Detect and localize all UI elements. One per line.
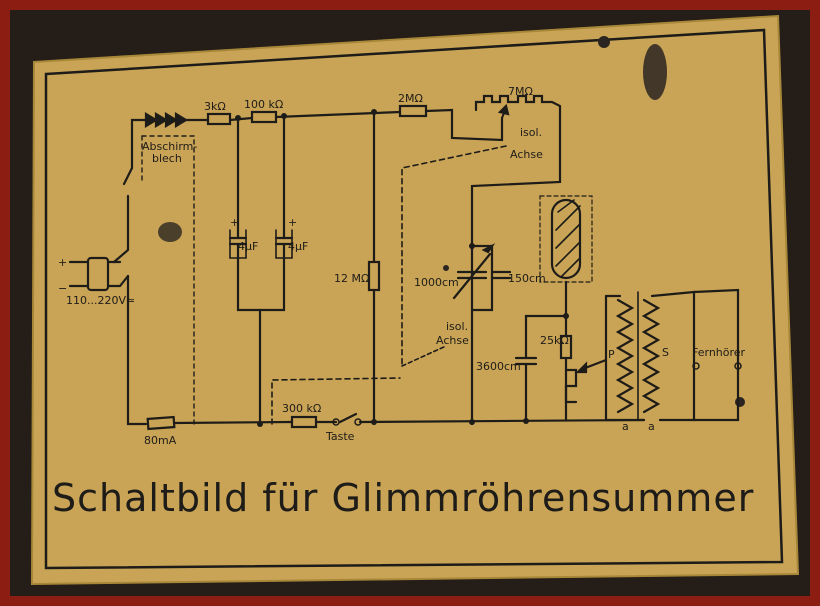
- plate-border: [44, 28, 784, 570]
- label-fuse: 80mA: [144, 434, 177, 447]
- label-tap-a-1: a: [622, 420, 629, 433]
- label-secondary: S: [662, 346, 669, 359]
- label-isol-1: isol.: [520, 126, 542, 139]
- label-r-25k: 25kΩ: [540, 334, 569, 347]
- label-r-3k: 3kΩ: [204, 100, 226, 113]
- stain: [158, 222, 182, 242]
- label-cap-1000: 1000cm: [414, 276, 459, 289]
- label-isol-2: isol.: [446, 320, 468, 333]
- plate-caption: Schaltbild für Glimmröhrensummer: [52, 476, 755, 520]
- label-cap-3600: 3600cm: [476, 360, 521, 373]
- stain: [643, 44, 667, 100]
- plate-body: [30, 14, 800, 586]
- label-achse-2: Achse: [436, 334, 469, 347]
- label-r-12m: 12 MΩ: [334, 272, 369, 285]
- label-shield-2: blech: [152, 152, 182, 165]
- stain: [598, 36, 610, 48]
- label-earphone: Fernhörer: [692, 346, 746, 359]
- stain: [443, 265, 449, 271]
- stain: [735, 397, 745, 407]
- label-r-2m: 2MΩ: [398, 92, 423, 105]
- label-cap-150: 150cm: [508, 272, 546, 285]
- label-plus-1: +: [230, 216, 239, 229]
- label-key: Taste: [325, 430, 355, 443]
- label-plus-mains: +: [58, 256, 67, 269]
- label-cap-4uf-2: 4μF: [288, 240, 308, 253]
- label-primary: P: [608, 348, 615, 361]
- label-r-300k: 300 kΩ: [282, 402, 321, 415]
- label-plus-2: +: [288, 216, 297, 229]
- label-achse-1: Achse: [510, 148, 543, 161]
- label-minus-mains: −: [58, 282, 67, 295]
- label-shield: Abschirm-: [142, 140, 197, 153]
- label-voltage: 110...220V≃: [66, 294, 135, 307]
- label-r-7m: 7MΩ: [508, 85, 533, 98]
- label-cap-4uf-1: 4μF: [238, 240, 258, 253]
- label-tap-a-2: a: [648, 420, 655, 433]
- label-r-100k: 100 kΩ: [244, 98, 283, 111]
